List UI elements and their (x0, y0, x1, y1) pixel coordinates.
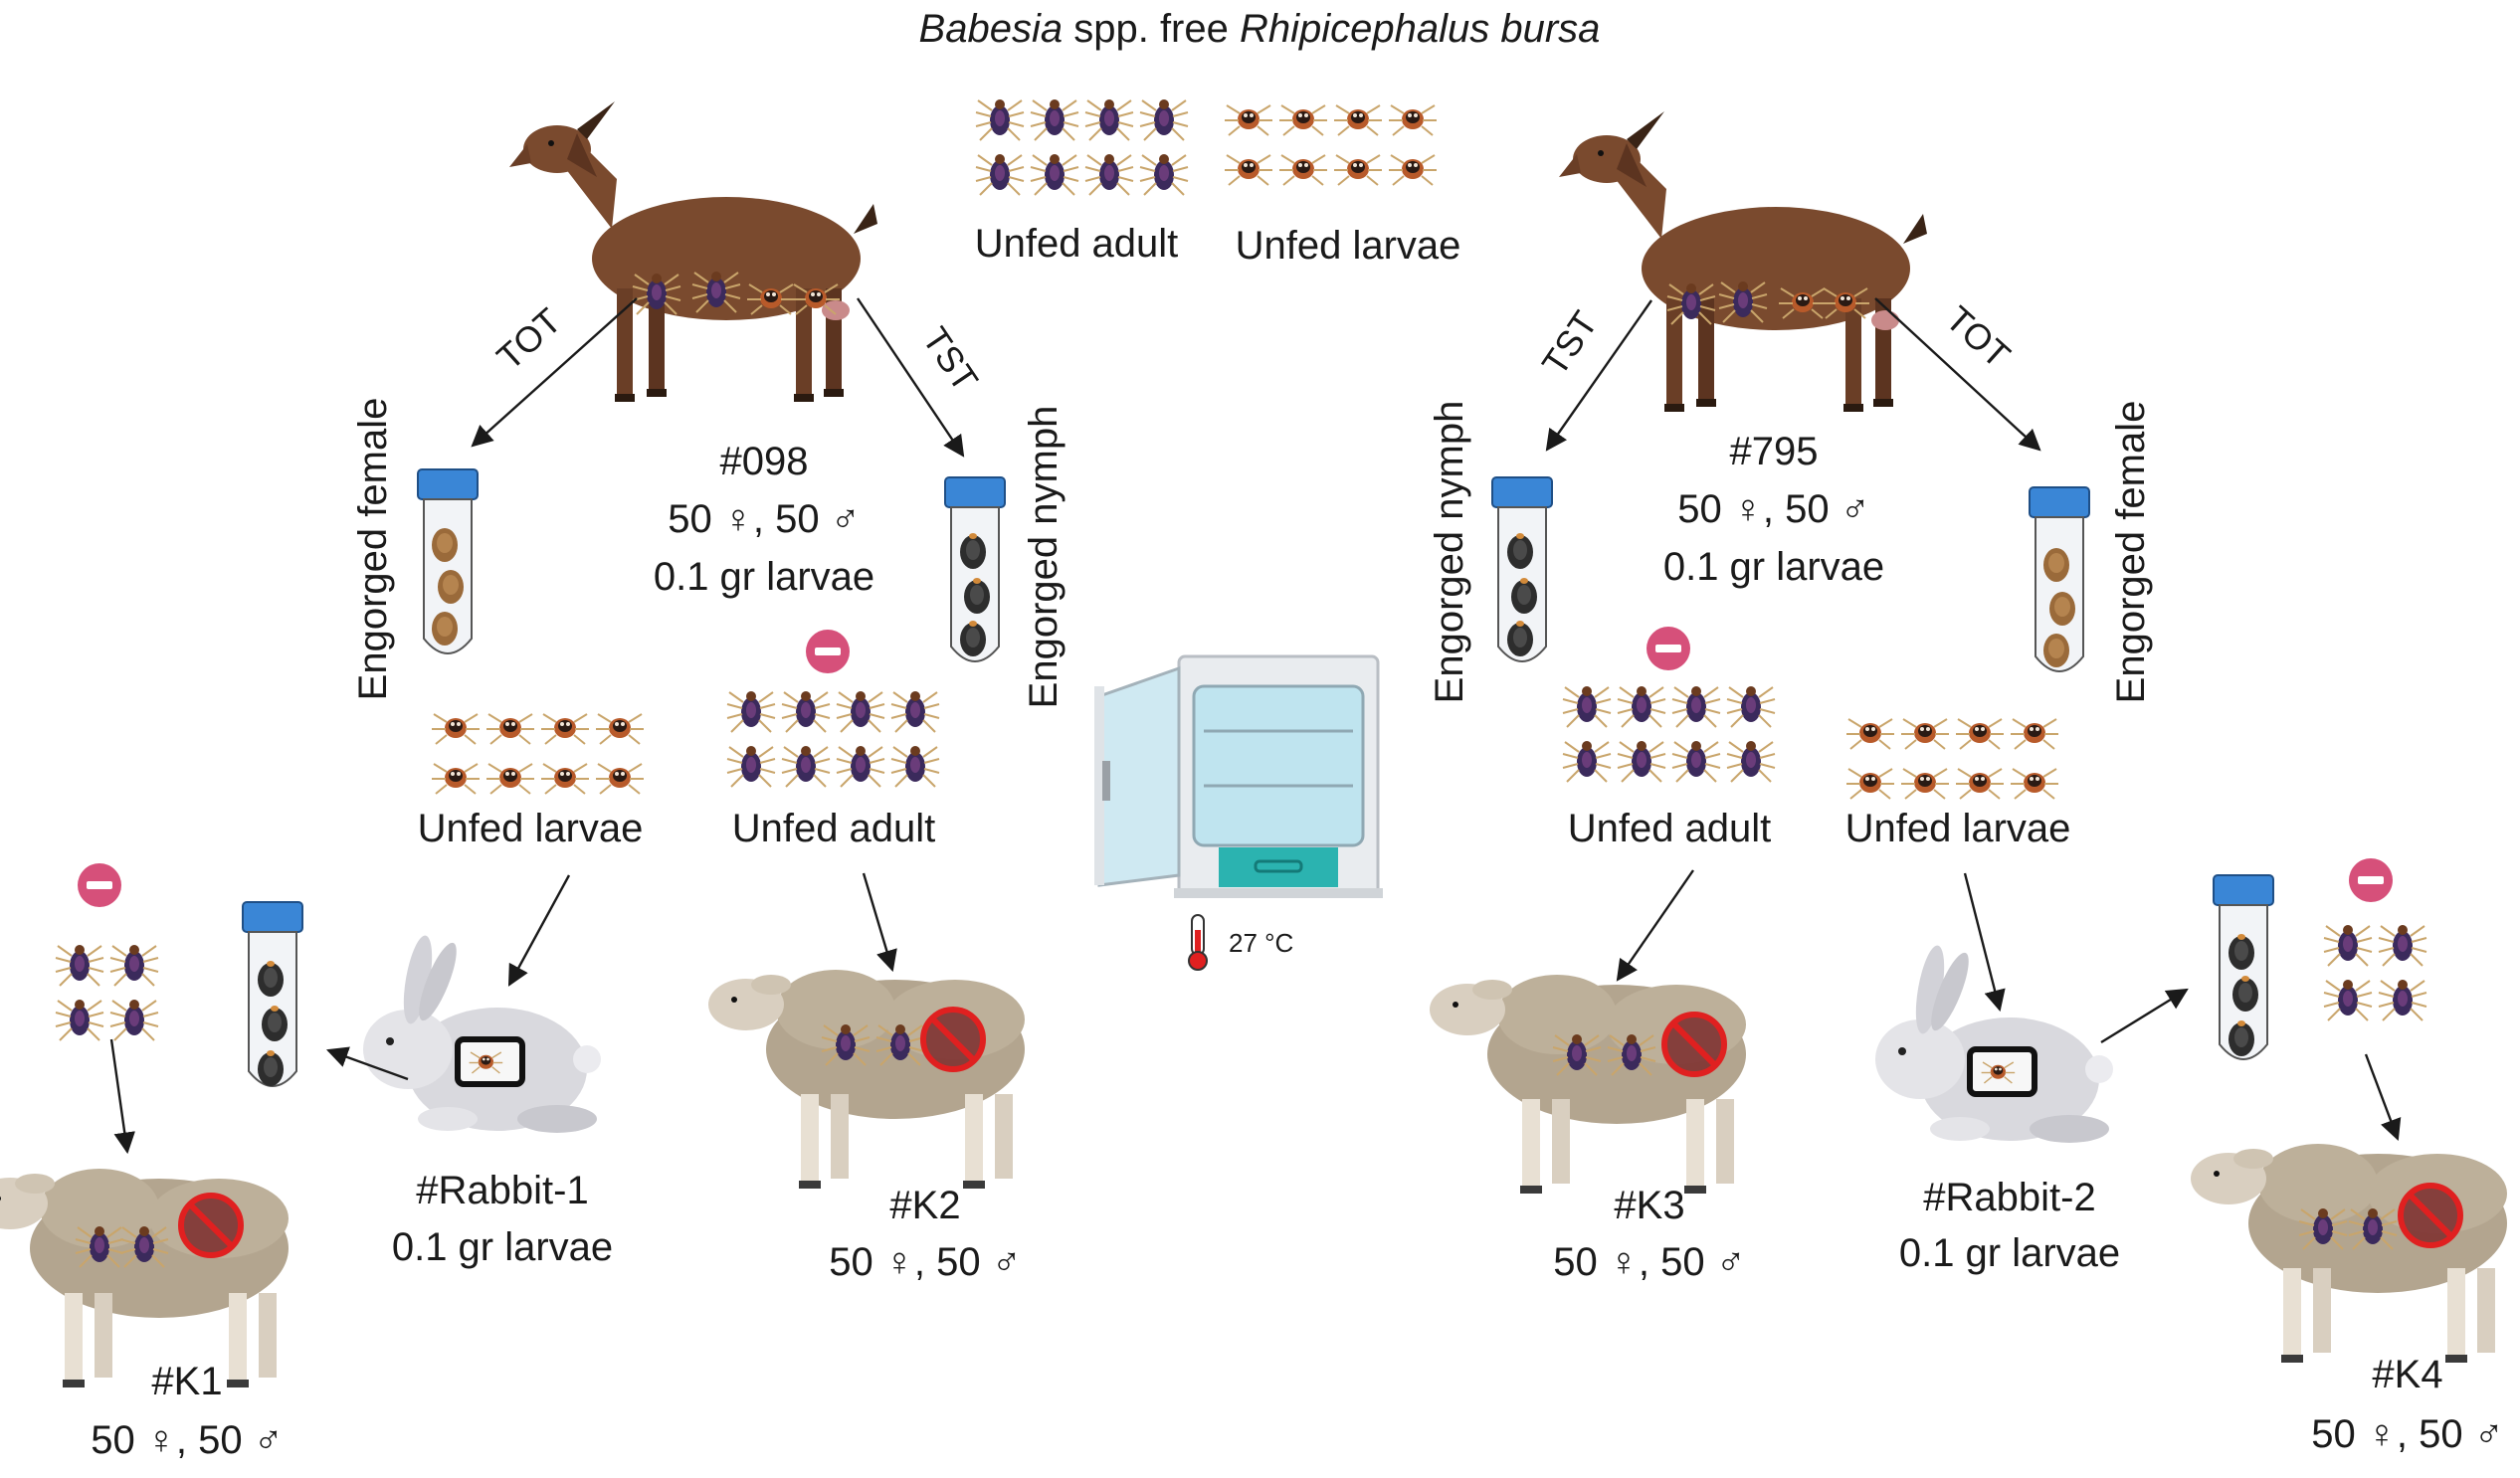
k2-counts: 50 ♀, 50 ♂ (829, 1240, 1021, 1284)
tube-098-nymph-label: Engorged nymph (1022, 406, 1066, 709)
tube-rabbit2-engorged (2213, 874, 2274, 1060)
arrow-795-tst (1545, 299, 1652, 452)
sheep-k4 (2191, 1144, 2507, 1363)
negative-sign-k4 (2349, 858, 2393, 902)
sheep-k3 (1430, 975, 1746, 1194)
tube-795-engorged-female (2029, 486, 2090, 672)
top-unfed-larvae-ticks (1225, 105, 1437, 185)
arrow-795-tot (1874, 297, 2041, 452)
right-unfed-adult-ticks (1563, 686, 1775, 782)
goat-795 (1559, 111, 1927, 412)
rabbit-1-id: #Rabbit-1 (416, 1169, 588, 1212)
incubator-temp: 27 °C (1229, 928, 1293, 958)
arrow-adult-k2 (862, 872, 897, 973)
arrow-098-tot (471, 297, 638, 448)
tube-rabbit1-engorged (242, 901, 303, 1087)
k3-id: #K3 (1614, 1184, 1684, 1227)
arrow-rabbit2-tube (2100, 988, 2189, 1044)
right-unfed-larvae-label: Unfed larvae (1845, 807, 2071, 850)
goat-795-larvae: 0.1 gr larvae (1663, 545, 1884, 589)
k1-id: #K1 (151, 1360, 222, 1403)
goat-098-counts: 50 ♀, 50 ♂ (668, 497, 860, 541)
negative-sign-right-adult (1647, 627, 1690, 670)
tube-795-female-label: Engorged female (2109, 401, 2153, 704)
k3-counts: 50 ♀, 50 ♂ (1553, 1240, 1745, 1284)
goat-098-larvae: 0.1 gr larvae (654, 555, 874, 599)
goat-795-id: #795 (1730, 430, 1819, 473)
top-unfed-adult-ticks (976, 99, 1188, 195)
rabbit-2 (1875, 944, 2113, 1143)
title-mid: spp. free (1063, 7, 1240, 51)
sheep-k2 (708, 970, 1025, 1189)
incubator (1094, 654, 1383, 898)
top-unfed-adult-label: Unfed adult (975, 222, 1179, 266)
goat-098-id: #098 (720, 440, 809, 483)
prohibit-sign-k3 (1664, 1015, 1724, 1074)
rabbit-1 (363, 934, 601, 1133)
negative-sign-left-adult (806, 630, 850, 673)
arrow-795-tst-label: TST (1534, 303, 1606, 382)
arrow-ticks-k4 (2364, 1053, 2402, 1142)
sheep-k1 (0, 1169, 289, 1387)
arrow-098-tst-label: TST (914, 319, 986, 398)
thermometer-icon (1188, 914, 1208, 971)
rabbit-1-larvae: 0.1 gr larvae (392, 1225, 613, 1269)
left-unfed-adult-label: Unfed adult (732, 807, 936, 850)
k4-id: #K4 (2372, 1353, 2442, 1396)
goat-795-counts: 50 ♀, 50 ♂ (1677, 487, 1869, 531)
prohibit-sign-k2 (923, 1010, 983, 1069)
arrow-larvae-rabbit1 (507, 874, 571, 987)
goat-098 (509, 101, 877, 402)
right-unfed-adult-label: Unfed adult (1568, 807, 1772, 850)
tube-795-nymph-label: Engorged nymph (1428, 401, 1471, 704)
title-species: Rhipicephalus bursa (1240, 7, 1600, 51)
tube-098-engorged-nymph (944, 476, 1006, 662)
right-unfed-larvae-ticks (1846, 719, 2058, 799)
left-unfed-adult-ticks (727, 691, 939, 787)
diagram-title: Babesia spp. free Rhipicephalus bursa (919, 7, 1601, 51)
arrow-098-tot-label: TOT (488, 300, 568, 378)
prohibit-sign-k1 (181, 1196, 241, 1255)
arrow-ticks-k1 (109, 1038, 135, 1155)
arrow-adult-k3 (1616, 869, 1694, 982)
k4-counts: 50 ♀, 50 ♂ (2311, 1412, 2503, 1456)
k2-id: #K2 (889, 1184, 960, 1227)
title-genus: Babesia (919, 7, 1064, 51)
k1-unfed-adult-ticks (56, 945, 158, 1040)
tube-795-engorged-nymph (1491, 476, 1553, 662)
k1-counts: 50 ♀, 50 ♂ (91, 1418, 283, 1462)
arrow-795-tot-label: TOT (1938, 298, 2018, 376)
arrow-larvae-rabbit2 (1963, 872, 2006, 1013)
tube-098-female-label: Engorged female (351, 398, 395, 701)
left-unfed-larvae-label: Unfed larvae (418, 807, 644, 850)
tube-098-engorged-female (417, 468, 479, 654)
top-unfed-larvae-label: Unfed larvae (1236, 224, 1461, 268)
prohibit-sign-k4 (2401, 1186, 2460, 1245)
arrow-rabbit1-tube (325, 1046, 409, 1081)
left-unfed-larvae-ticks (432, 714, 644, 794)
rabbit-2-id: #Rabbit-2 (1923, 1176, 2095, 1219)
rabbit-2-larvae: 0.1 gr larvae (1899, 1231, 2120, 1275)
k4-unfed-adult-ticks (2324, 925, 2426, 1020)
negative-sign-k1 (78, 863, 121, 907)
arrow-098-tst (857, 297, 965, 458)
